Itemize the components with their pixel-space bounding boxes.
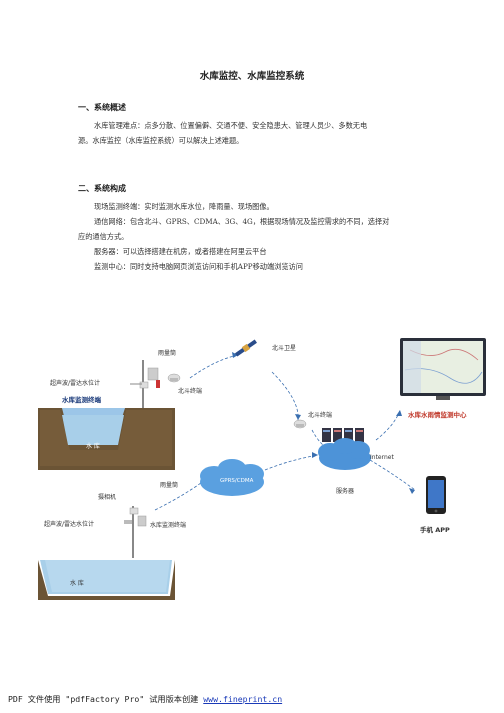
monitoring-pole-1 (130, 360, 160, 408)
phone-icon (426, 476, 446, 514)
monitor-screen-icon (400, 338, 486, 400)
satellite-icon (235, 339, 257, 357)
arrow-satellite-to-terminal (271, 371, 299, 421)
label-beidou-terminal-1: 北斗终端 (178, 388, 203, 395)
section-heading-overview: 一、系统概述 (78, 102, 126, 112)
reservoir-1-illustration (38, 408, 175, 470)
composition-network-line-2: 应的通信方式。 (78, 232, 129, 241)
reservoir-2-illustration (38, 548, 175, 600)
label-gprs-cdma: GPRS/CDMA (220, 478, 254, 484)
server-icon (322, 428, 364, 442)
section-heading-composition: 二、系统构成 (78, 183, 126, 193)
overview-line-1: 水库管理难点：点多分散、位置偏僻、交通不便、安全隐患大、管理人员少、多数无电 (94, 121, 368, 130)
arrow-server-to-app (369, 459, 416, 491)
label-terminal-bottom: 水库监测终端 (150, 522, 187, 529)
label-rain-gauge-top: 雨量筒 (158, 350, 177, 357)
label-server: 服务器 (336, 488, 355, 495)
page-title: 水库监控、水库监控系统 (199, 71, 305, 82)
arrow-cloud-to-server (264, 454, 319, 471)
label-reservoir-2: 水 库 (70, 580, 84, 587)
beidou-base-1 (170, 378, 178, 381)
internet-cloud (318, 438, 371, 470)
monitoring-pole-2 (124, 506, 147, 558)
label-monitoring-center: 水库水雨情监测中心 (408, 411, 467, 419)
pdf-footer: PDF 文件使用 "pdfFactory Pro" 试用版本创建 www.fin… (8, 693, 282, 705)
label-ultrasonic-bottom: 超声波/雷达水位计 (44, 521, 95, 528)
label-beidou-terminal-2: 北斗终端 (308, 412, 333, 419)
arrow-server-to-center (375, 409, 401, 441)
arrow-terminal-to-cloud (154, 479, 206, 511)
label-reservoir-1: 水 库 (86, 443, 100, 450)
label-internet: Internet (370, 454, 394, 461)
label-rain-gauge-bottom: 雨量筒 (160, 482, 179, 489)
label-ultrasonic-top: 超声波/雷达水位计 (50, 380, 101, 387)
composition-server: 服务器：可以选择搭建在机房，或者搭建在阿里云平台 (94, 247, 267, 256)
composition-center: 监测中心：同时支持电脑网页浏览访问和手机APP移动端浏览访问 (94, 262, 303, 271)
composition-terminal: 现场监测终端：实时监测水库水位，降雨量、现场图像。 (94, 202, 274, 211)
footer-text: PDF 文件使用 "pdfFactory Pro" 试用版本创建 (8, 694, 204, 704)
label-terminal-top: 水库监测终端 (62, 396, 101, 404)
footer-link[interactable]: www.fineprint.cn (203, 694, 283, 704)
arrow-terminal-to-satellite (189, 354, 239, 379)
overview-line-2: 源。水库监控（水库监控系统）可以解决上述难题。 (78, 136, 244, 145)
composition-network-line-1: 通信网络：包含北斗、GPRS、CDMA、3G、4G，根据现场情况及监控需求的不同… (94, 217, 390, 226)
gprs-cloud (200, 459, 264, 496)
label-phone-app: 手机 APP (420, 526, 450, 534)
label-satellite: 北斗卫星 (272, 345, 297, 352)
label-camera: 摄相机 (98, 494, 117, 501)
